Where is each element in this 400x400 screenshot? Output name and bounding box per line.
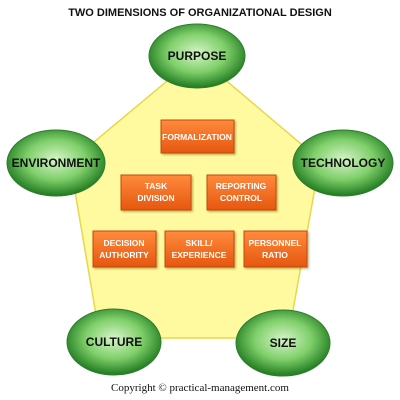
copyright-notice: Copyright © practical-management.com xyxy=(111,382,289,394)
dimension-technology: TECHNOLOGY xyxy=(292,129,394,197)
dimension-technology-label: TECHNOLOGY xyxy=(301,156,386,170)
box-decision-authority: DECISION AUTHORITY xyxy=(92,230,157,268)
box-personnel-ratio-line-1: PERSONNEL xyxy=(249,238,302,248)
box-reporting-control-line-2: CONTROL xyxy=(220,193,262,203)
dimension-environment: ENVIRONMENT xyxy=(6,129,106,197)
dimension-purpose-label: PURPOSE xyxy=(168,49,227,63)
box-reporting-control: REPORTING CONTROL xyxy=(206,174,277,211)
dimension-purpose: PURPOSE xyxy=(148,23,246,89)
dimension-size: SIZE xyxy=(235,309,331,377)
box-skill-experience: SKILL/ EXPERIENCE xyxy=(164,230,235,268)
box-task-division-line-1: TASK xyxy=(145,181,168,191)
dimension-size-label: SIZE xyxy=(270,336,297,350)
box-decision-authority-line-1: DECISION xyxy=(103,238,144,248)
box-task-division: TASK DIVISION xyxy=(120,174,192,211)
pentagon-background xyxy=(69,55,321,339)
box-formalization: FORMALIZATION xyxy=(160,119,235,154)
dimension-culture: CULTURE xyxy=(66,308,162,376)
dimension-environment-label: ENVIRONMENT xyxy=(12,156,101,170)
box-skill-experience-line-1: SKILL/ xyxy=(186,238,214,248)
box-reporting-control-line-1: REPORTING xyxy=(216,181,267,191)
box-decision-authority-line-2: AUTHORITY xyxy=(99,250,149,260)
diagram-title: TWO DIMENSIONS OF ORGANIZATIONAL DESIGN xyxy=(68,7,332,19)
box-personnel-ratio-line-2: RATIO xyxy=(262,250,288,260)
dimension-culture-label: CULTURE xyxy=(86,335,142,349)
box-task-division-line-2: DIVISION xyxy=(137,193,174,203)
box-skill-experience-line-2: EXPERIENCE xyxy=(172,250,227,260)
box-personnel-ratio: PERSONNEL RATIO xyxy=(243,230,308,268)
box-formalization-label: FORMALIZATION xyxy=(162,132,232,142)
